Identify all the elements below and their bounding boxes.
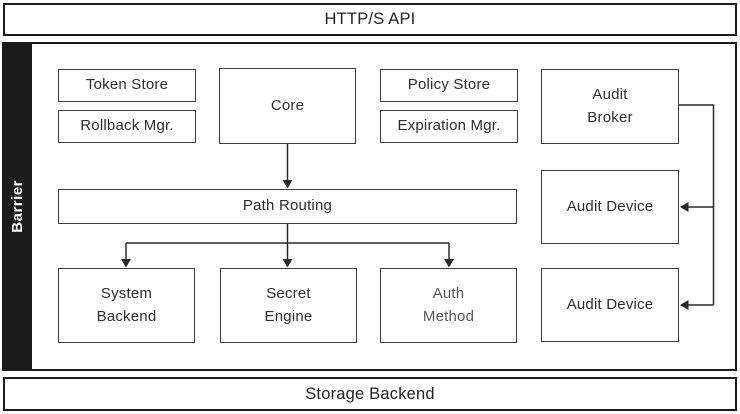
http-api-label: HTTP/S API [324,10,416,28]
core-box: Core [219,68,356,144]
audit-device-1-box: Audit Device [541,170,679,244]
audit-broker-box: Audit Broker [541,69,679,144]
barrier-label: Barrier [8,180,26,233]
policy-store-box: Policy Store [380,69,518,102]
rollback-mgr-box: Rollback Mgr. [58,110,196,143]
storage-backend-bar: Storage Backend [3,377,737,411]
secret-engine-box: Secret Engine [220,268,357,343]
expiration-mgr-box: Expiration Mgr. [380,110,518,143]
audit-device-2-box: Audit Device [541,268,679,342]
system-backend-box: System Backend [58,268,195,343]
auth-method-box: Auth Method [380,268,517,343]
path-routing-box: Path Routing [58,189,517,224]
barrier-panel: Barrier [2,42,32,371]
http-api-bar: HTTP/S API [3,3,737,36]
storage-backend-label: Storage Backend [305,384,435,403]
token-store-box: Token Store [58,69,196,102]
